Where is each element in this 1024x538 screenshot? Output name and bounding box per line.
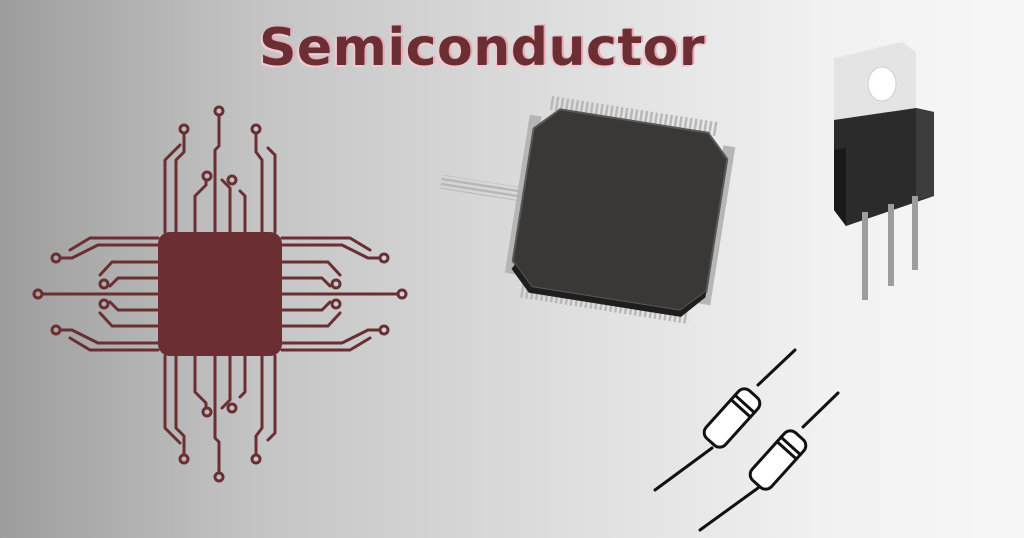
qfp-microchip-icon bbox=[440, 95, 736, 325]
circuit-chip-icon bbox=[32, 105, 408, 483]
diode-icon bbox=[653, 348, 797, 492]
diode-icon bbox=[698, 391, 840, 532]
to220-transistor-icon bbox=[834, 40, 934, 300]
page-title: Semiconductor bbox=[258, 18, 706, 78]
